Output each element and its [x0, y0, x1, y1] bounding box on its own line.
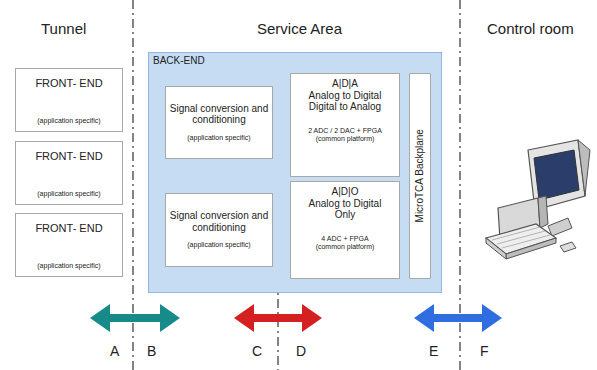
computer-illustration	[486, 140, 590, 259]
box-note: (application specific)	[37, 190, 100, 198]
front-end-box: FRONT- END (application specific)	[15, 213, 123, 277]
region-dividers	[133, 0, 460, 370]
signal-conditioning-box: Signal conversion and conditioning (appli…	[165, 193, 273, 267]
front-end-box: FRONT- END (application specific)	[15, 141, 123, 205]
interface-letter: B	[146, 343, 157, 359]
box-title: FRONT- END	[35, 222, 102, 235]
board-name: A|D|O	[295, 186, 395, 198]
board-spec: 2 ADC / 2 DAC + FPGA (common platform)	[300, 127, 390, 143]
box-title: FRONT- END	[35, 150, 102, 163]
signal-conditioning-box: Signal conversion and conditioning (appli…	[165, 86, 273, 159]
link-arrow-red	[234, 304, 322, 332]
panel-title: BACK-END	[153, 55, 205, 67]
board-function: Analog to Digital Only	[300, 198, 390, 221]
interface-letter: A	[109, 343, 120, 359]
backplane-label: MicroTCA Backplane	[414, 129, 426, 222]
region-title: Tunnel	[40, 20, 87, 37]
interface-letter: D	[295, 343, 307, 359]
interface-letter: E	[428, 343, 439, 359]
box-note: (application specific)	[37, 262, 100, 270]
link-arrow-teal	[90, 304, 180, 332]
front-end-box: FRONT- END (application specific)	[15, 68, 123, 132]
back-end-panel: BACK-END Signal conversion and conditioni…	[148, 52, 442, 293]
adc-board-box: A|D|OAnalog to Digital Only 4 ADC + FPGA …	[290, 181, 400, 279]
interface-letter: F	[479, 343, 490, 359]
adc-board-box: A|D|AAnalog to Digital Digital to Analog…	[290, 73, 400, 177]
region-title: Control room	[486, 20, 575, 37]
interface-letter: C	[251, 343, 263, 359]
box-title: Signal conversion and conditioning	[169, 103, 269, 126]
board-function: Analog to Digital Digital to Analog	[300, 90, 390, 113]
region-title: Service Area	[256, 20, 343, 37]
box-note: (application specific)	[187, 241, 250, 249]
board-name: A|D|A	[295, 78, 395, 90]
box-title: Signal conversion and conditioning	[169, 210, 269, 233]
box-note: (application specific)	[187, 134, 250, 142]
link-arrow-blue	[414, 304, 502, 332]
box-note: (application specific)	[37, 117, 100, 125]
box-title: FRONT- END	[35, 77, 102, 90]
board-spec: 4 ADC + FPGA (common platform)	[310, 235, 380, 251]
backplane-box: MicroTCA Backplane	[409, 73, 431, 279]
